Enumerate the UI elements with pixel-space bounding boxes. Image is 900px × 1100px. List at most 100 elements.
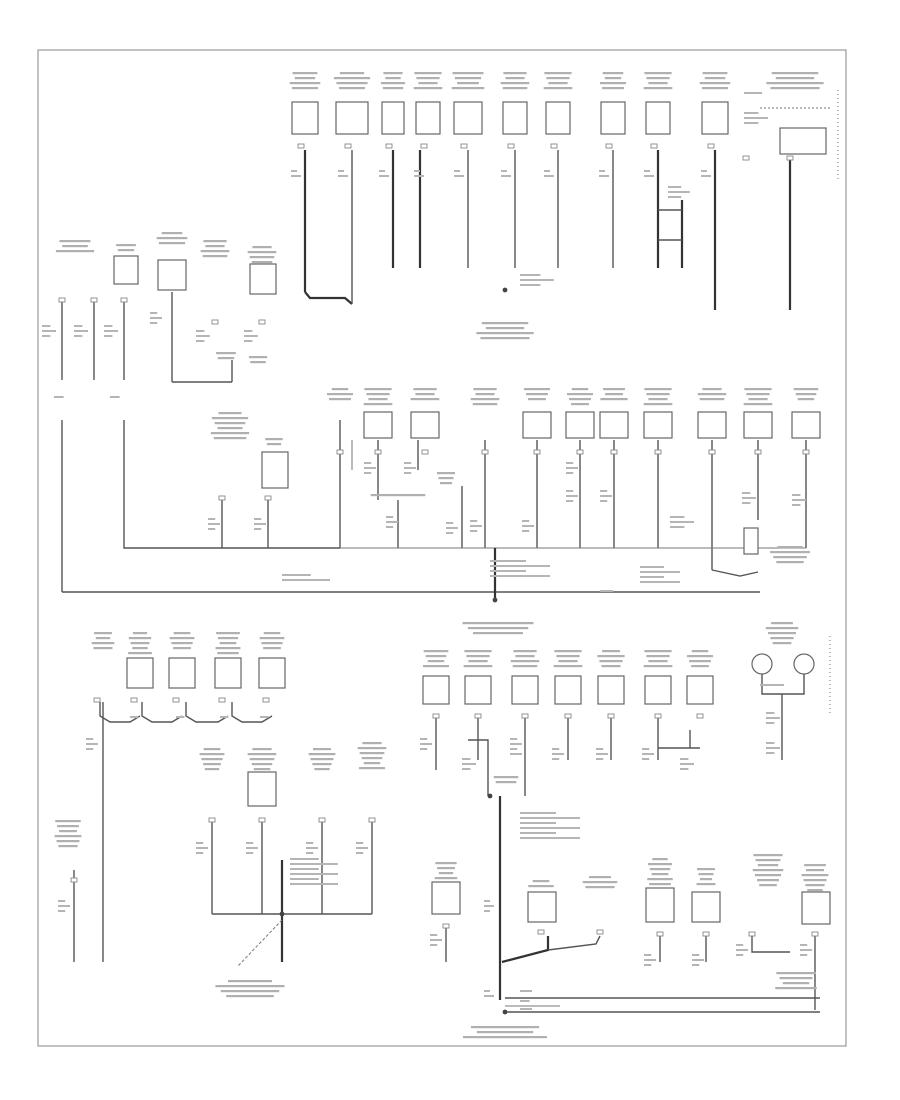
label-stroke: [117, 249, 135, 252]
label-stroke: [306, 842, 314, 844]
label-stroke: [356, 852, 364, 854]
label-stroke: [336, 82, 368, 85]
label-stroke: [544, 170, 550, 172]
label-stroke: [203, 240, 227, 243]
label-stroke: [476, 1031, 534, 1034]
label-stroke: [470, 520, 478, 522]
label-stroke: [757, 879, 779, 882]
illegible-wire-label: [176, 716, 185, 718]
label-stroke: [470, 530, 478, 532]
label-stroke: [701, 170, 707, 172]
illegible-label: [357, 742, 387, 770]
connector-pin: [344, 143, 352, 149]
label-stroke: [604, 77, 622, 80]
illegible-label: [423, 650, 449, 668]
illegible-wire-label: [644, 170, 654, 177]
label-stroke: [210, 432, 250, 435]
label-stroke: [768, 632, 796, 635]
label-stroke: [795, 393, 817, 396]
label-stroke: [776, 972, 816, 975]
label-stroke: [161, 232, 183, 235]
label-stroke: [254, 523, 266, 525]
label-stroke: [544, 175, 554, 177]
connector-pin: [172, 697, 180, 703]
bulb-right: [793, 653, 815, 675]
label-stroke: [292, 72, 318, 75]
label-stroke: [520, 284, 541, 286]
label-stroke: [701, 87, 729, 90]
label-stroke: [520, 832, 556, 834]
illegible-wire-label: [54, 396, 64, 398]
illegible-wire-label: [600, 590, 614, 592]
label-stroke: [218, 412, 242, 415]
bottom-module-c: [645, 887, 675, 923]
label-stroke: [552, 753, 564, 755]
illegible-label: [528, 880, 554, 888]
illegible-wire-label: [520, 812, 580, 839]
label-stroke: [282, 574, 311, 576]
label-stroke: [464, 650, 492, 653]
label-stroke: [646, 393, 670, 396]
label-stroke: [438, 477, 454, 480]
label-stroke: [430, 934, 438, 936]
ground-splice-main: [492, 597, 498, 603]
label-stroke: [505, 77, 525, 80]
label-stroke: [338, 170, 344, 172]
label-stroke: [451, 87, 485, 90]
illegible-label: [500, 72, 530, 90]
label-stroke: [520, 837, 580, 839]
label-stroke: [54, 396, 64, 398]
label-stroke: [752, 869, 784, 872]
label-stroke: [59, 240, 91, 243]
label-stroke: [244, 340, 253, 342]
lamp-3: [214, 657, 242, 689]
label-stroke: [566, 495, 578, 497]
illegible-label: [476, 322, 534, 340]
label-stroke: [290, 863, 338, 865]
label-stroke: [605, 393, 623, 396]
label-stroke: [476, 332, 534, 335]
connector-pin: [654, 713, 662, 719]
label-stroke: [757, 864, 779, 867]
label-stroke: [644, 72, 672, 75]
label-stroke: [202, 255, 228, 258]
label-stroke: [58, 905, 70, 907]
label-stroke: [430, 944, 438, 946]
diagram-border: [37, 49, 847, 1047]
label-stroke: [467, 627, 529, 630]
label-stroke: [701, 175, 711, 177]
label-stroke: [205, 245, 225, 248]
label-stroke: [356, 842, 364, 844]
connector-pin: [576, 449, 584, 455]
wire-path: [711, 569, 759, 577]
label-stroke: [254, 518, 262, 520]
illegible-label: [169, 632, 195, 650]
label-stroke: [42, 325, 51, 327]
label-stroke: [773, 556, 807, 559]
label-stroke: [792, 499, 806, 501]
label-stroke: [801, 874, 829, 877]
wire-path: [231, 702, 273, 723]
label-stroke: [800, 944, 808, 946]
label-stroke: [291, 87, 319, 90]
label-stroke: [215, 985, 285, 988]
label-stroke: [196, 842, 204, 844]
label-stroke: [553, 665, 583, 668]
label-stroke: [600, 495, 612, 497]
label-stroke: [104, 330, 118, 332]
label-stroke: [585, 886, 615, 889]
illegible-label: [462, 1026, 548, 1039]
label-stroke: [646, 655, 670, 658]
label-stroke: [484, 995, 494, 997]
label-stroke: [640, 571, 680, 573]
illegible-wire-label: [599, 170, 609, 177]
connector-pin: [120, 297, 128, 303]
label-stroke: [642, 748, 650, 750]
upper-left-module: [157, 259, 187, 291]
label-stroke: [495, 781, 517, 784]
label-stroke: [760, 684, 784, 686]
label-stroke: [475, 393, 495, 396]
label-stroke: [807, 889, 823, 892]
connector-pin: [708, 449, 716, 455]
label-stroke: [423, 665, 449, 668]
